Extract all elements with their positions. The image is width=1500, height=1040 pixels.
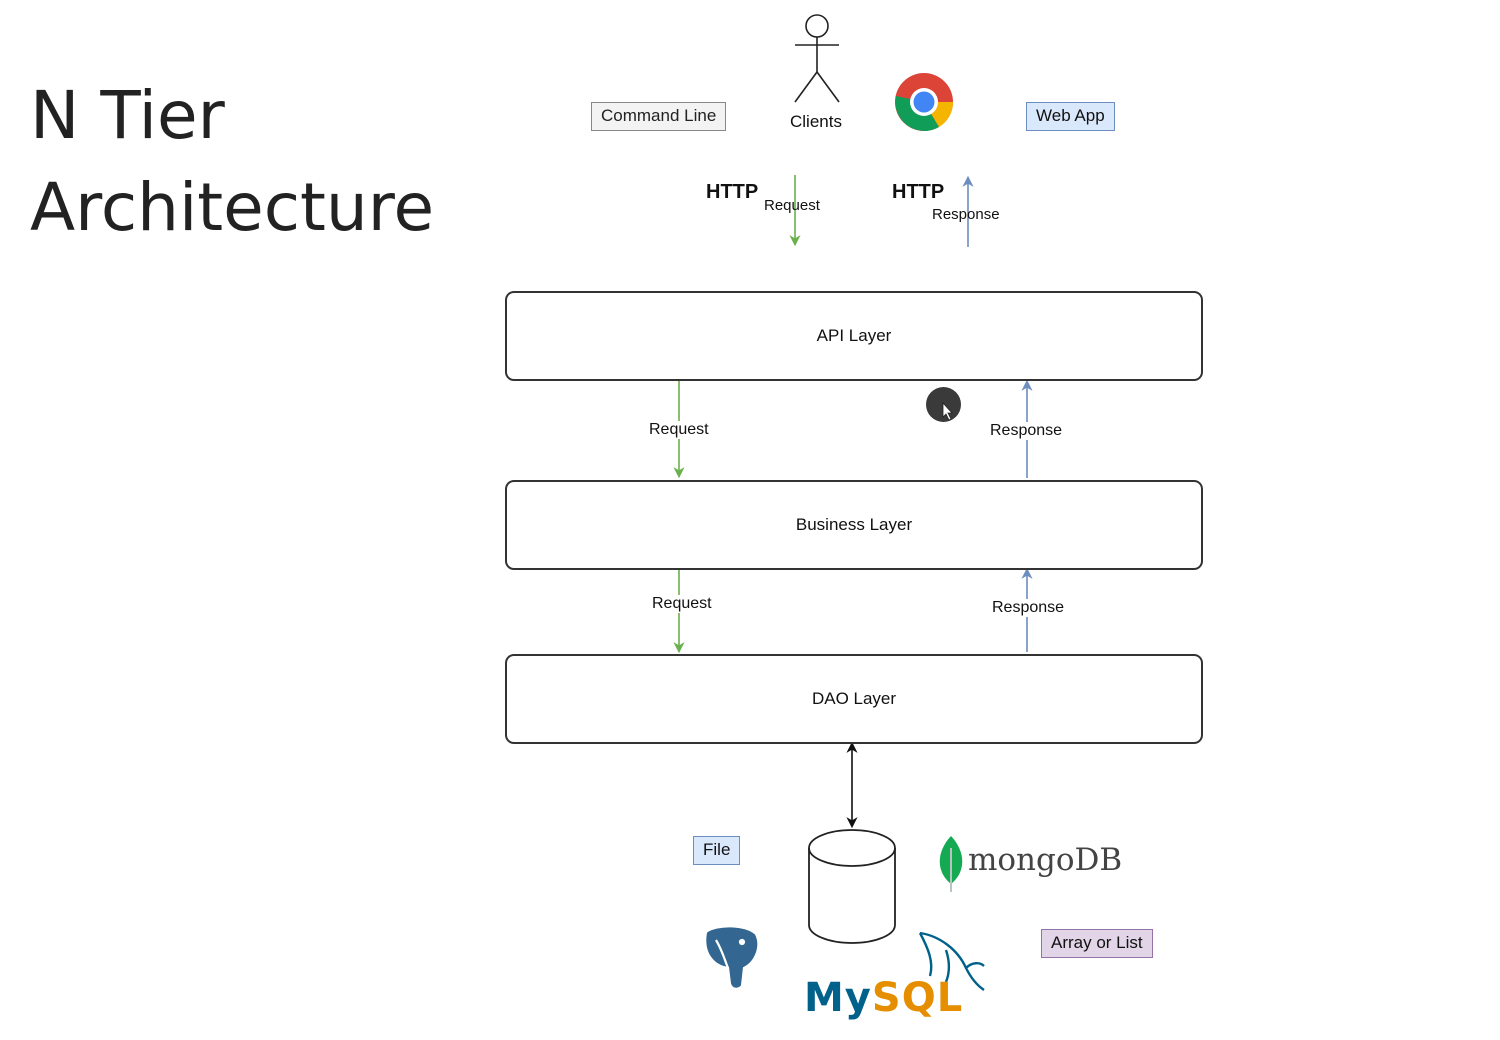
web-app-tag: Web App (1026, 102, 1115, 131)
business-layer-box: Business Layer (505, 480, 1203, 570)
cursor-arrow-icon (942, 401, 953, 421)
mysql-sql-text: SQL (871, 975, 964, 1021)
business-layer-label: Business Layer (795, 515, 913, 534)
dao-business-response-label: Response (992, 599, 1065, 617)
api-business-request-label: Request (649, 421, 709, 439)
dao-layer-box: DAO Layer (505, 654, 1203, 744)
title-line-2: Architecture (30, 169, 435, 246)
mysql-dolphin-icon (918, 931, 985, 991)
mouse-cursor-indicator (926, 387, 961, 422)
http-request-sub: Request (764, 197, 820, 214)
mysql-logo-text: MySQL (804, 975, 963, 1021)
postgresql-elephant-icon (704, 925, 760, 990)
database-icon (808, 829, 896, 944)
clients-label: Clients (790, 112, 842, 132)
http-request-word: HTTP (706, 181, 759, 203)
mysql-my-text: My (804, 975, 872, 1021)
chrome-icon (895, 73, 954, 131)
user-icon (794, 14, 840, 103)
http-response-word: HTTP (892, 181, 945, 203)
title-line-1: N Tier (30, 77, 225, 154)
slide-title: N Tier Architecture (30, 70, 434, 254)
dao-layer-label: DAO Layer (811, 689, 897, 708)
file-tag: File (693, 836, 741, 865)
mongodb-logo-text: mongoDB (968, 842, 1123, 878)
business-api-response-label: Response (990, 422, 1063, 440)
business-dao-request-label: Request (652, 595, 712, 613)
command-line-tag: Command Line (591, 102, 727, 131)
http-response-sub: Response (932, 206, 1000, 223)
api-layer-label: API Layer (816, 326, 892, 345)
array-or-list-tag: Array or List (1041, 929, 1153, 958)
mongodb-leaf-icon (939, 836, 963, 892)
api-layer-box: API Layer (505, 291, 1203, 381)
